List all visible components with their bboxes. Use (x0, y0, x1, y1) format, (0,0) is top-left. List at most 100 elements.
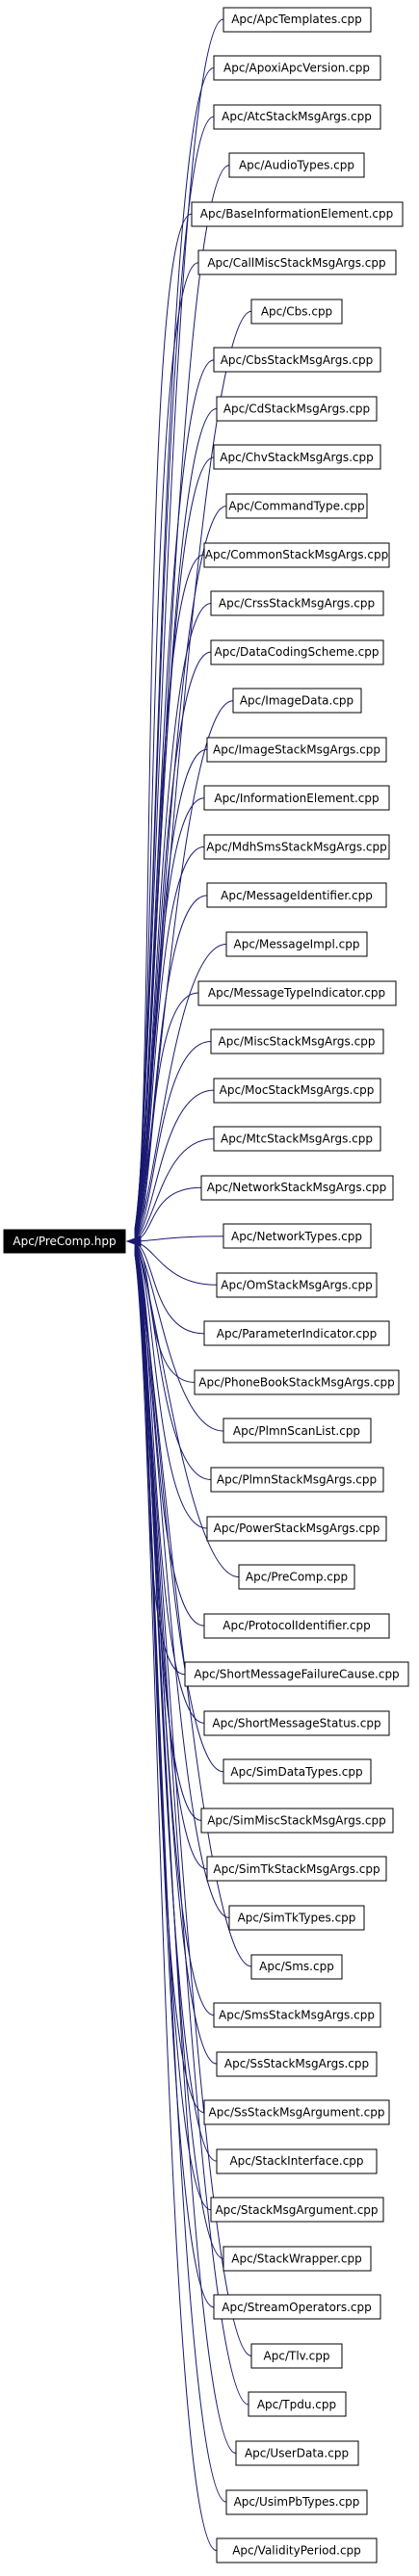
node-box-sim-tk-stack-msg-args[interactable] (206, 1856, 387, 1882)
node-sms[interactable]: Apc/Sms.cpp (250, 1954, 343, 1980)
node-label-stack-wrapper[interactable]: Apc/StackWrapper.cpp (231, 2251, 361, 2265)
node-box-apoxi-apc-version[interactable] (213, 55, 381, 81)
node-box-user-data[interactable] (235, 2440, 359, 2466)
node-label-image-stack-msg-args[interactable]: Apc/ImageStackMsgArgs.cpp (213, 742, 380, 756)
node-box-network-types[interactable] (223, 1223, 372, 1249)
node-atc-stack-msg-args[interactable]: Apc/AtcStackMsgArgs.cpp (213, 104, 381, 130)
node-message-type-indicator[interactable]: Apc/MessageTypeIndicator.cpp (197, 980, 397, 1006)
node-box-message-type-indicator[interactable] (197, 980, 397, 1006)
node-apoxi-apc-version[interactable]: Apc/ApoxiApcVersion.cpp (213, 55, 381, 81)
node-moc-stack-msg-args[interactable]: Apc/MocStackMsgArgs.cpp (213, 1078, 381, 1104)
node-label-validity-period[interactable]: Apc/ValidityPeriod.cpp (232, 2544, 361, 2558)
node-box-data-coding-scheme[interactable] (210, 639, 384, 665)
node-box-power-stack-msg-args[interactable] (206, 1516, 387, 1542)
node-sim-tk-stack-msg-args[interactable]: Apc/SimTkStackMsgArgs.cpp (206, 1856, 387, 1882)
root-header-box[interactable] (3, 1229, 126, 1254)
node-label-message-identifier[interactable]: Apc/MessageIdentifier.cpp (221, 889, 373, 902)
node-label-atc-stack-msg-args[interactable]: Apc/AtcStackMsgArgs.cpp (222, 110, 372, 123)
node-label-sim-data-types[interactable]: Apc/SimDataTypes.cpp (230, 1765, 362, 1779)
node-box-protocol-identifier[interactable] (203, 1613, 390, 1639)
node-label-image-data[interactable]: Apc/ImageData.cpp (240, 694, 354, 708)
node-label-power-stack-msg-args[interactable]: Apc/PowerStackMsgArgs.cpp (214, 1522, 380, 1535)
node-label-short-message-failure-cause[interactable]: Apc/ShortMessageFailureCause.cpp (194, 1668, 399, 1681)
node-box-misc-stack-msg-args[interactable] (210, 1028, 384, 1054)
node-label-protocol-identifier[interactable]: Apc/ProtocolIdentifier.cpp (223, 1619, 370, 1632)
node-label-usim-pb-types[interactable]: Apc/UsimPbTypes.cpp (234, 2495, 360, 2509)
node-box-atc-stack-msg-args[interactable] (213, 104, 381, 130)
node-label-pre-comp[interactable]: Apc/PreComp.cpp (246, 1571, 348, 1584)
node-box-plmn-scan-list[interactable] (223, 1418, 372, 1444)
node-box-moc-stack-msg-args[interactable] (213, 1078, 381, 1104)
node-mdh-sms-stack-msg-args[interactable]: Apc/MdhSmsStackMsgArgs.cpp (203, 834, 390, 860)
node-short-message-status[interactable]: Apc/ShortMessageStatus.cpp (203, 1710, 390, 1736)
node-box-chv-stack-msg-args[interactable] (213, 444, 381, 470)
root-header-label[interactable]: Apc/PreComp.hpp (13, 1235, 116, 1248)
node-label-moc-stack-msg-args[interactable]: Apc/MocStackMsgArgs.cpp (220, 1083, 375, 1097)
node-box-stack-interface[interactable] (216, 2148, 378, 2174)
node-label-user-data[interactable]: Apc/UserData.cpp (245, 2447, 349, 2460)
node-box-cbs[interactable] (250, 299, 343, 325)
node-box-short-message-status[interactable] (203, 1710, 390, 1736)
node-box-crss-stack-msg-args[interactable] (210, 590, 384, 616)
node-chv-stack-msg-args[interactable]: Apc/ChvStackMsgArgs.cpp (213, 444, 381, 470)
node-network-stack-msg-args[interactable]: Apc/NetworkStackMsgArgs.cpp (200, 1175, 394, 1201)
node-sim-misc-stack-msg-args[interactable]: Apc/SimMiscStackMsgArgs.cpp (200, 1808, 394, 1834)
node-box-mdh-sms-stack-msg-args[interactable] (203, 834, 390, 860)
node-box-sim-data-types[interactable] (223, 1758, 372, 1784)
node-label-apc-templates[interactable]: Apc/ApcTemplates.cpp (231, 13, 362, 26)
node-label-plmn-stack-msg-args[interactable]: Apc/PlmnStackMsgArgs.cpp (217, 1473, 377, 1487)
node-label-apoxi-apc-version[interactable]: Apc/ApoxiApcVersion.cpp (223, 62, 370, 75)
node-box-cd-stack-msg-args[interactable] (216, 396, 378, 422)
node-label-tpdu[interactable]: Apc/Tpdu.cpp (257, 2398, 336, 2411)
node-message-impl[interactable]: Apc/MessageImpl.cpp (225, 931, 368, 957)
node-label-sim-tk-stack-msg-args[interactable]: Apc/SimTkStackMsgArgs.cpp (213, 1862, 380, 1876)
node-box-tpdu[interactable] (248, 2391, 347, 2417)
node-box-stack-msg-argument[interactable] (210, 2197, 384, 2223)
node-label-sms[interactable]: Apc/Sms.cpp (259, 1960, 334, 1973)
node-box-plmn-stack-msg-args[interactable] (210, 1467, 384, 1493)
node-label-ss-stack-msg-argument[interactable]: Apc/SsStackMsgArgument.cpp (209, 2106, 385, 2120)
node-label-command-type[interactable]: Apc/CommandType.cpp (228, 500, 364, 513)
node-label-misc-stack-msg-args[interactable]: Apc/MiscStackMsgArgs.cpp (219, 1035, 376, 1049)
node-box-sim-misc-stack-msg-args[interactable] (200, 1808, 394, 1834)
node-user-data[interactable]: Apc/UserData.cpp (235, 2440, 359, 2466)
node-stack-interface[interactable]: Apc/StackInterface.cpp (216, 2148, 378, 2174)
node-label-cbs[interactable]: Apc/Cbs.cpp (261, 304, 332, 318)
node-sms-stack-msg-args[interactable]: Apc/SmsStackMsgArgs.cpp (213, 2002, 381, 2028)
node-label-message-impl[interactable]: Apc/MessageImpl.cpp (234, 937, 360, 950)
node-box-usim-pb-types[interactable] (225, 2489, 368, 2515)
node-data-coding-scheme[interactable]: Apc/DataCodingScheme.cpp (210, 639, 384, 665)
node-stack-msg-argument[interactable]: Apc/StackMsgArgument.cpp (210, 2197, 384, 2223)
node-label-stack-msg-argument[interactable]: Apc/StackMsgArgument.cpp (215, 2203, 378, 2217)
node-plmn-stack-msg-args[interactable]: Apc/PlmnStackMsgArgs.cpp (210, 1467, 384, 1493)
node-box-base-information-element[interactable] (191, 201, 404, 227)
node-box-common-stack-msg-args[interactable] (203, 542, 390, 568)
node-box-phone-book-stack-msg-args[interactable] (194, 1369, 400, 1395)
node-box-mtc-stack-msg-args[interactable] (213, 1126, 381, 1152)
node-label-plmn-scan-list[interactable]: Apc/PlmnScanList.cpp (233, 1424, 360, 1438)
node-phone-book-stack-msg-args[interactable]: Apc/PhoneBookStackMsgArgs.cpp (194, 1369, 400, 1395)
node-call-misc-stack-msg-args[interactable]: Apc/CallMiscStackMsgArgs.cpp (197, 249, 397, 275)
node-mtc-stack-msg-args[interactable]: Apc/MtcStackMsgArgs.cpp (213, 1126, 381, 1152)
node-message-identifier[interactable]: Apc/MessageIdentifier.cpp (206, 882, 387, 908)
node-box-tlv[interactable] (250, 2343, 343, 2369)
node-box-ss-stack-msg-argument[interactable] (203, 2099, 390, 2125)
node-box-pre-comp[interactable] (238, 1564, 355, 1590)
node-crss-stack-msg-args[interactable]: Apc/CrssStackMsgArgs.cpp (210, 590, 384, 616)
node-stream-operators[interactable]: Apc/StreamOperators.cpp (213, 2294, 381, 2320)
node-misc-stack-msg-args[interactable]: Apc/MiscStackMsgArgs.cpp (210, 1028, 384, 1054)
node-apc-templates[interactable]: Apc/ApcTemplates.cpp (223, 7, 372, 33)
node-validity-period[interactable]: Apc/ValidityPeriod.cpp (216, 2537, 378, 2563)
node-label-mtc-stack-msg-args[interactable]: Apc/MtcStackMsgArgs.cpp (221, 1132, 373, 1146)
node-protocol-identifier[interactable]: Apc/ProtocolIdentifier.cpp (203, 1613, 390, 1639)
node-box-information-element[interactable] (203, 785, 390, 811)
node-box-sms[interactable] (250, 1954, 343, 1980)
node-cbs[interactable]: Apc/Cbs.cpp (250, 299, 343, 325)
root-header-node[interactable]: Apc/PreComp.hpp (3, 1229, 126, 1254)
node-box-message-impl[interactable] (225, 931, 368, 957)
node-label-tlv[interactable]: Apc/Tlv.cpp (264, 2349, 330, 2362)
node-label-data-coding-scheme[interactable]: Apc/DataCodingScheme.cpp (215, 645, 380, 659)
node-box-call-misc-stack-msg-args[interactable] (197, 249, 397, 275)
node-label-chv-stack-msg-args[interactable]: Apc/ChvStackMsgArgs.cpp (220, 451, 373, 464)
node-box-sms-stack-msg-args[interactable] (213, 2002, 381, 2028)
